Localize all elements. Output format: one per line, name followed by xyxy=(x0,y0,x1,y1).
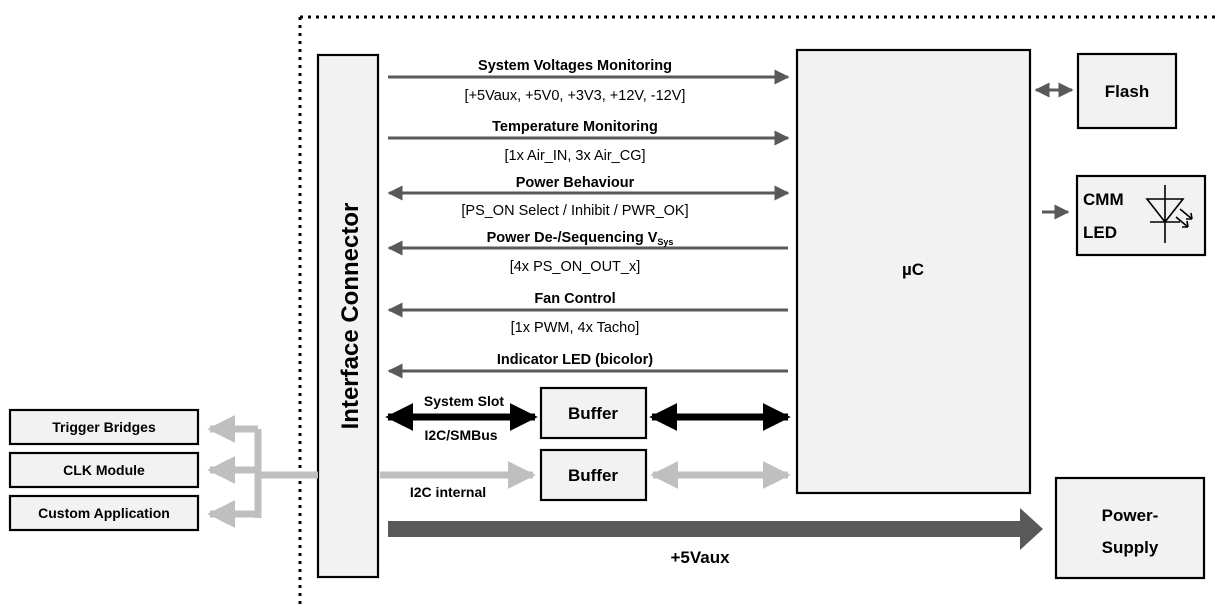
power-sequencing-title: Power De-/Sequencing VSys xyxy=(487,230,674,247)
system-voltages-title: System Voltages Monitoring xyxy=(478,58,672,74)
external-fanout xyxy=(207,415,318,528)
temperature-detail: [1x Air_IN, 3x Air_CG] xyxy=(504,148,645,164)
power-rail-label: +5Vaux xyxy=(670,548,730,567)
power-sequencing-title-subscript: Sys xyxy=(657,237,673,247)
flash-box xyxy=(1076,52,1178,130)
system-voltages-detail: [+5Vaux, +5V0, +3V3, +12V, -12V] xyxy=(465,88,686,104)
system-slot-title: System Slot xyxy=(424,393,504,409)
cmm-led-label-line2: LED xyxy=(1083,223,1117,242)
external-module-label-0: Trigger Bridges xyxy=(52,419,156,435)
interface-connector-box xyxy=(316,53,380,579)
microcontroller-label: µC xyxy=(902,260,924,279)
diode-icon xyxy=(1145,185,1193,243)
board-boundary xyxy=(298,15,1218,605)
external-module-box-1 xyxy=(8,451,200,489)
external-module-box-0 xyxy=(8,408,200,446)
fan-control-title: Fan Control xyxy=(534,291,615,307)
buffer-lower-box xyxy=(539,448,648,502)
indicator-led-title: Indicator LED (bicolor) xyxy=(497,352,653,368)
buffer-upper-box xyxy=(539,386,648,440)
buffer-upper-label: Buffer xyxy=(568,404,618,423)
system-slot-detail: I2C/SMBus xyxy=(424,427,497,443)
fan-control-detail: [1x PWM, 4x Tacho] xyxy=(511,320,640,336)
power-sequencing-title-main: Power De-/Sequencing V xyxy=(487,230,658,246)
external-module-box-2 xyxy=(8,494,200,532)
power-rail-arrow xyxy=(388,508,1043,550)
external-module-label-1: CLK Module xyxy=(63,462,145,478)
i2c-internal-title: I2C internal xyxy=(410,484,486,500)
power-supply-box xyxy=(1054,476,1206,580)
power-behaviour-detail: [PS_ON Select / Inhibit / PWR_OK] xyxy=(461,203,688,219)
buffer-lower-label: Buffer xyxy=(568,466,618,485)
temperature-title: Temperature Monitoring xyxy=(492,119,658,135)
flash-label: Flash xyxy=(1105,82,1149,101)
power-supply-label-line2: Supply xyxy=(1102,538,1159,557)
microcontroller-box xyxy=(795,48,1032,495)
power-supply-label-line1: Power- xyxy=(1102,506,1159,525)
cmm-led-label-line1: CMM xyxy=(1083,190,1124,209)
power-sequencing-detail: [4x PS_ON_OUT_x] xyxy=(510,259,641,275)
power-behaviour-title: Power Behaviour xyxy=(516,175,635,191)
interface-connector-label: Interface Connector xyxy=(337,203,364,430)
external-module-label-2: Custom Application xyxy=(38,505,170,521)
cmm-led-box xyxy=(1075,174,1207,257)
